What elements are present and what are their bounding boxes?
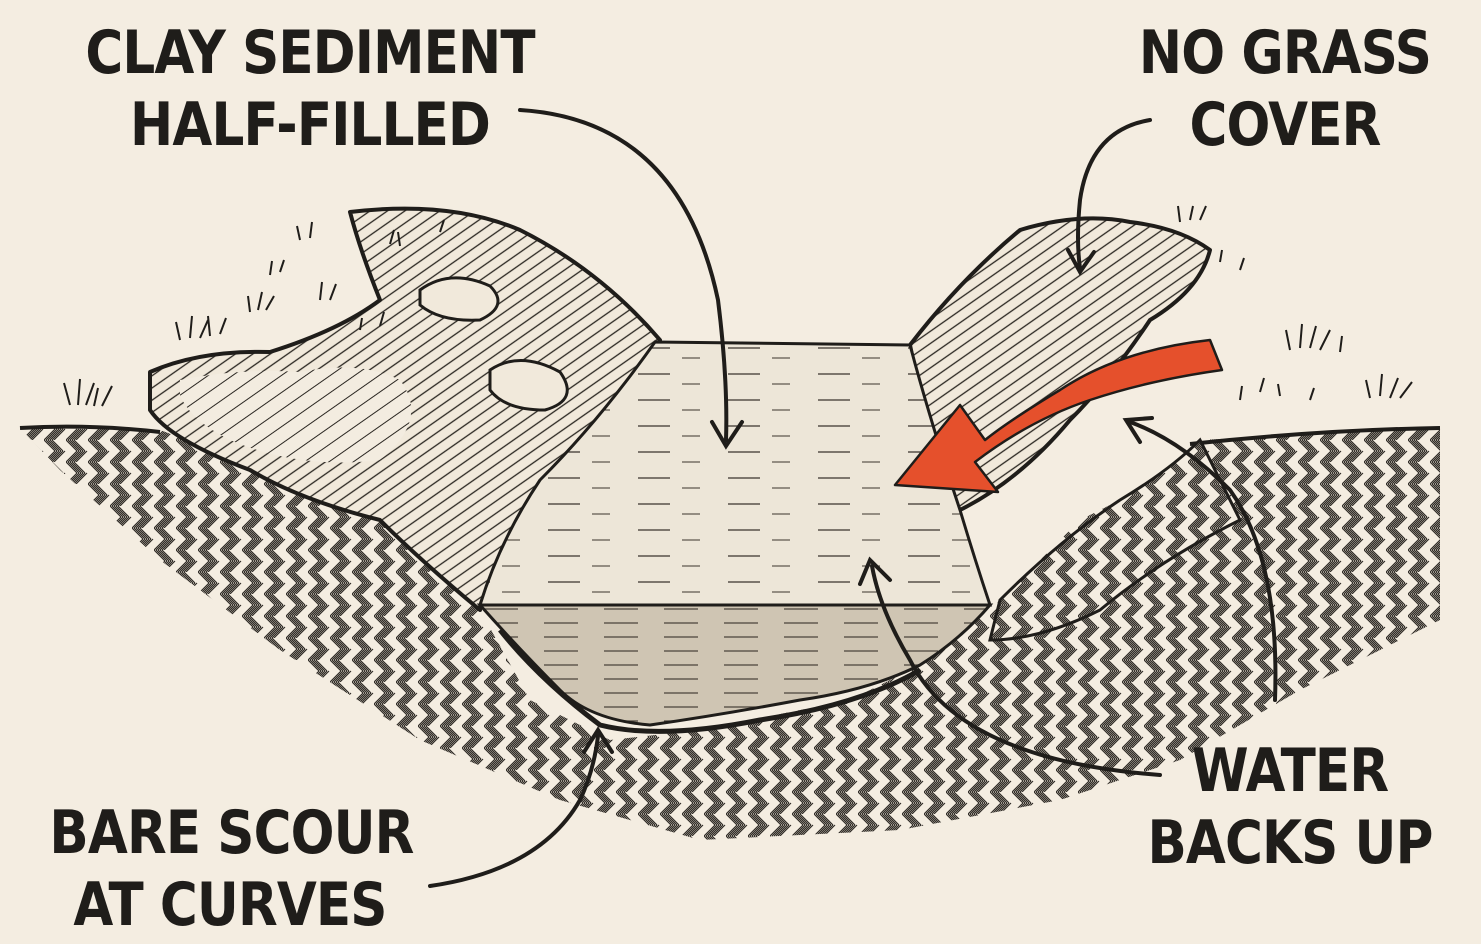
water-backs-up-label: WATER BACKS UP xyxy=(1144,735,1436,879)
no-grass-label: NO GRASS COVER xyxy=(1135,17,1436,161)
left-bank-clod xyxy=(420,278,498,320)
no-grass-label-line2: COVER xyxy=(1135,89,1436,161)
bare-scour-label-line1: BARE SCOUR xyxy=(49,797,410,869)
water-backs-up-label-line1: WATER xyxy=(1144,735,1436,807)
no-grass-label-line1: NO GRASS xyxy=(1135,17,1436,89)
clay-sediment-label: CLAY SEDIMENT HALF-FILLED xyxy=(78,17,542,161)
clay-sediment-label-line2: HALF-FILLED xyxy=(78,89,542,161)
clay-sediment-label-line1: CLAY SEDIMENT xyxy=(78,17,542,89)
bare-scour-label-line2: AT CURVES xyxy=(49,869,410,941)
water-backs-up-label-line2: BACKS UP xyxy=(1144,807,1436,879)
bare-scour-label: BARE SCOUR AT CURVES xyxy=(49,797,410,941)
